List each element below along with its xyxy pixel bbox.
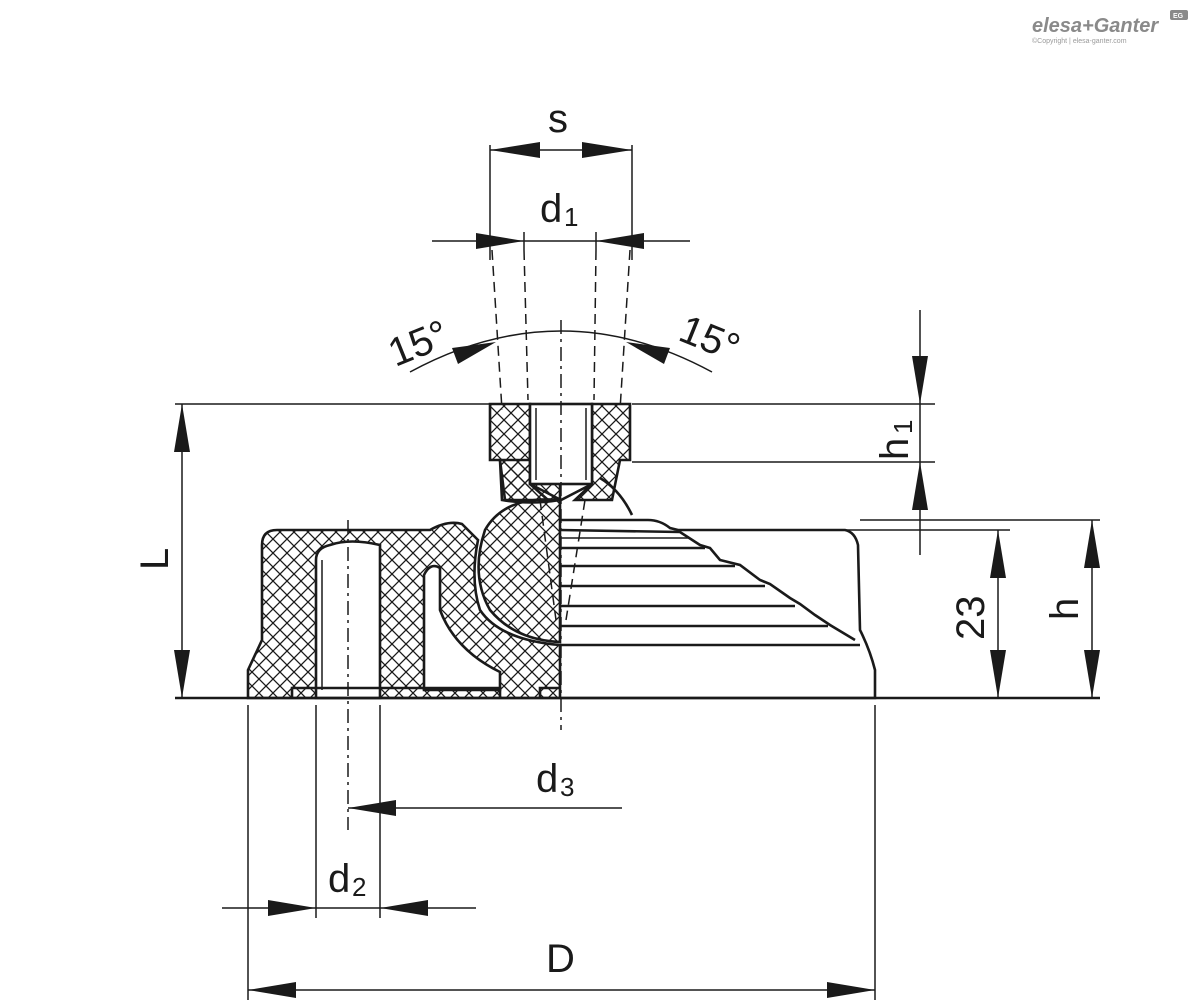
brand-logo-text: elesa+Ganter [1032,15,1159,37]
brand-badge [1170,10,1188,20]
label-h1: h [873,438,917,460]
brand-logo: elesa+Ganter EG ©Copyright | elesa-gante… [1032,10,1188,45]
label-h: h [1043,598,1087,620]
base-section [246,521,562,700]
label-angle-right: 15° [673,307,746,370]
dimension-23: 23 [690,519,1100,698]
dimension-s: s [489,97,633,260]
dimension-d3: d 3 [348,757,622,816]
dimension-tilt-angle: 15° 15° [382,307,746,375]
base-outline-right [560,518,877,700]
dimension-d2: d 2 [222,705,476,918]
dimension-D: D [247,705,876,1000]
label-h1-subscript: 1 [888,420,918,434]
threaded-bore [528,402,594,486]
dimension-h1: h 1 [632,310,935,555]
dimension-h: h [1043,520,1100,698]
label-d2: d [328,857,350,901]
ball-hatched [477,498,562,644]
label-d3: d [536,757,558,801]
dimension-d1: d 1 [432,187,690,250]
mounting-hole [314,540,382,700]
label-23: 23 [949,596,993,641]
brand-copyright: ©Copyright | elesa-ganter.com [1032,37,1127,45]
label-s: s [548,97,568,141]
label-d1-subscript: 1 [564,202,578,232]
dimension-L: L [133,403,490,698]
base-exterior-view [559,518,877,700]
center-lines [347,249,631,830]
label-angle-left: 15° [382,312,455,375]
inner-groove [422,564,502,692]
label-D: D [546,937,575,981]
label-L: L [133,548,177,570]
label-d3-subscript: 3 [560,772,574,802]
top-nut [488,402,632,502]
brand-badge-text: EG [1173,13,1184,20]
label-d1: d [540,187,562,231]
label-d2-subscript: 2 [352,872,366,902]
